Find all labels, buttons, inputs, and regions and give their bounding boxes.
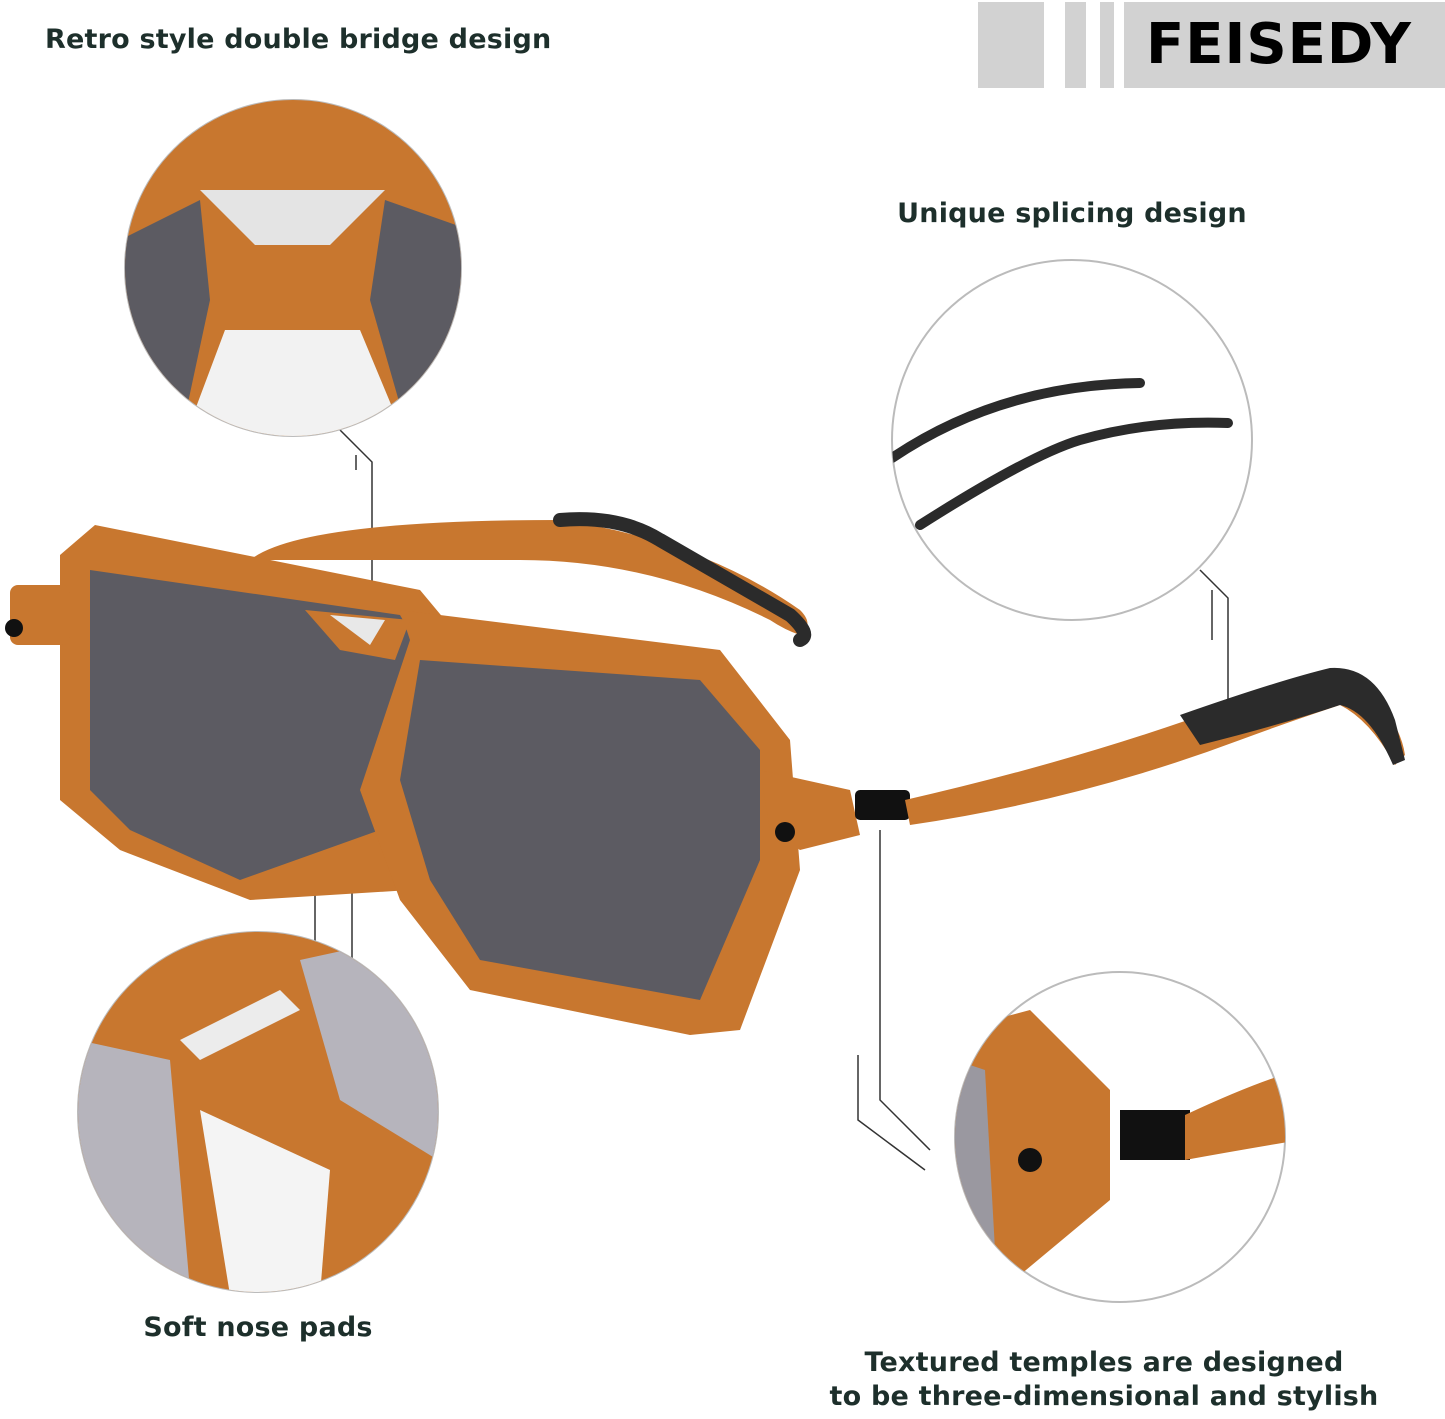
feature-label-nose-pads: Soft nose pads [143,1312,373,1343]
feature-label-double-bridge: Retro style double bridge design [45,24,552,55]
feature-label-temples-1: Textured temples are designed [864,1347,1344,1378]
feature-label-temples-2: to be three-dimensional and stylish [829,1381,1379,1412]
detail-circle-bridge [124,99,462,437]
logo-bar [1065,2,1086,88]
feature-label-splicing: Unique splicing design [897,198,1247,229]
detail-circle-temples [954,971,1286,1303]
logo-bar [1100,2,1114,88]
brand-logo: FEISEDY [1124,2,1445,88]
detail-circle-nose-pads [77,931,439,1293]
detail-circle-splicing [891,259,1253,621]
logo-bar [978,2,1044,88]
sunglasses-main [5,512,1405,1035]
